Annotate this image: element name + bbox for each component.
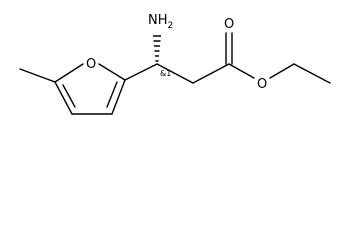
bond-ethyl-methyl — [293, 63, 331, 84]
bond-c4-c5 — [54, 81, 73, 115]
bond-carbonyl-ester-o — [228, 63, 255, 79]
bond-methyl-c5 — [19, 68, 56, 83]
bond-c2-c3 — [111, 79, 126, 115]
carbonyl-oxygen-label: O — [224, 17, 234, 32]
ester-oxygen-label: O — [257, 77, 267, 92]
amine-subscript: 2 — [168, 21, 174, 31]
bond-c2-chiral — [124, 63, 158, 81]
double-bond-c4-c5 — [62, 84, 76, 108]
bond-chiral-ch2 — [156, 63, 194, 84]
hashed-wedge-bond — [152, 35, 162, 62]
chemical-structure-diagram: NH2 &1 O O O — [19, 13, 331, 115]
ring-oxygen-label: O — [86, 57, 96, 72]
amine-label: NH2 — [148, 13, 173, 31]
stereo-annotation: &1 — [160, 69, 171, 78]
bond-ch2-carbonyl — [192, 63, 230, 84]
bond-ester-o-ethyl — [269, 63, 295, 79]
bond-c5-o1 — [54, 63, 84, 83]
amine-symbol: NH — [148, 13, 168, 28]
double-bond-c2-c3 — [106, 81, 118, 108]
bond-o1-c2 — [98, 63, 126, 81]
